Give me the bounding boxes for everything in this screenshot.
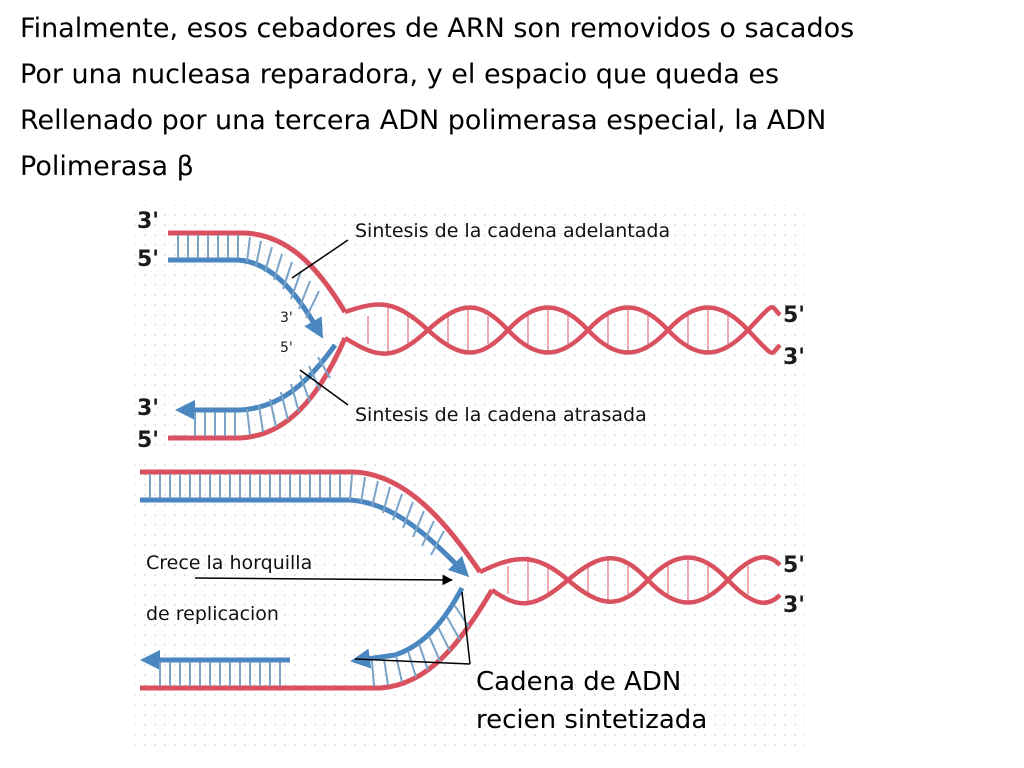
bottom-right-3-label: 3': [783, 593, 805, 618]
top-upper-3-label: 3': [137, 209, 159, 234]
top-upper-5-label: 5': [137, 247, 159, 272]
bottom-helix: [479, 555, 782, 606]
top-lower-5-label: 5': [137, 428, 159, 453]
fork-growth-label-2: de replicacion: [146, 603, 279, 625]
top-mid-5-label: 5': [280, 340, 293, 356]
leading-callout-line: [291, 239, 349, 279]
title-line: Rellenado por una tercera ADN polimerasa…: [20, 105, 827, 136]
title-line: Por una nucleasa reparadora, y el espaci…: [20, 59, 780, 90]
top-helix: [343, 302, 782, 356]
top-right-3-label: 3': [783, 345, 805, 370]
title-line: Finalmente, esos cebadores de ARN son re…: [20, 13, 855, 44]
slide-title: Finalmente, esos cebadores de ARN son re…: [20, 6, 1010, 190]
bottom-fork: Crece la horquilla de replicacion Cadena…: [140, 469, 805, 735]
title-line: Polimerasa β: [20, 151, 194, 182]
top-lower-3-label: 3': [137, 396, 159, 421]
bottom-right-5-label: 5': [783, 553, 805, 578]
okazaki-fragment-1: [350, 586, 465, 669]
fork-growth-label-1: Crece la horquilla: [146, 552, 312, 574]
lagging-strand: [175, 343, 338, 420]
new-strand-callout-line: [461, 591, 471, 665]
top-fork: 3' 5' 3' 5' 3' 5' 5' 3' Sintesis de la c…: [137, 209, 805, 453]
upper-base-pairs: [177, 235, 320, 319]
bottom-upper-parent-strand: [140, 469, 483, 574]
lagging-strand-label: Sintesis de la cadena atrasada: [355, 404, 647, 426]
lower-parent-strand: [168, 337, 348, 441]
bottom-lower-base-pairs: [159, 605, 470, 687]
lower-base-pairs: [194, 356, 331, 436]
lagging-callout-line: [299, 369, 349, 406]
upper-parent-strand: [168, 230, 348, 314]
new-strand-callout-line-2: [354, 658, 471, 665]
leading-strand-label: Sintesis de la cadena adelantada: [355, 220, 670, 242]
new-strand-label-2: recien sintetizada: [476, 705, 707, 735]
bottom-panel-grid: [135, 462, 805, 747]
top-mid-3-label: 3': [280, 310, 293, 326]
new-strand-label-1: Cadena de ADN: [476, 667, 681, 697]
leading-strand: [168, 257, 323, 339]
fork-growth-arrow: [194, 574, 454, 586]
top-right-5-label: 5': [783, 303, 805, 328]
bottom-upper-base-pairs: [149, 473, 445, 556]
